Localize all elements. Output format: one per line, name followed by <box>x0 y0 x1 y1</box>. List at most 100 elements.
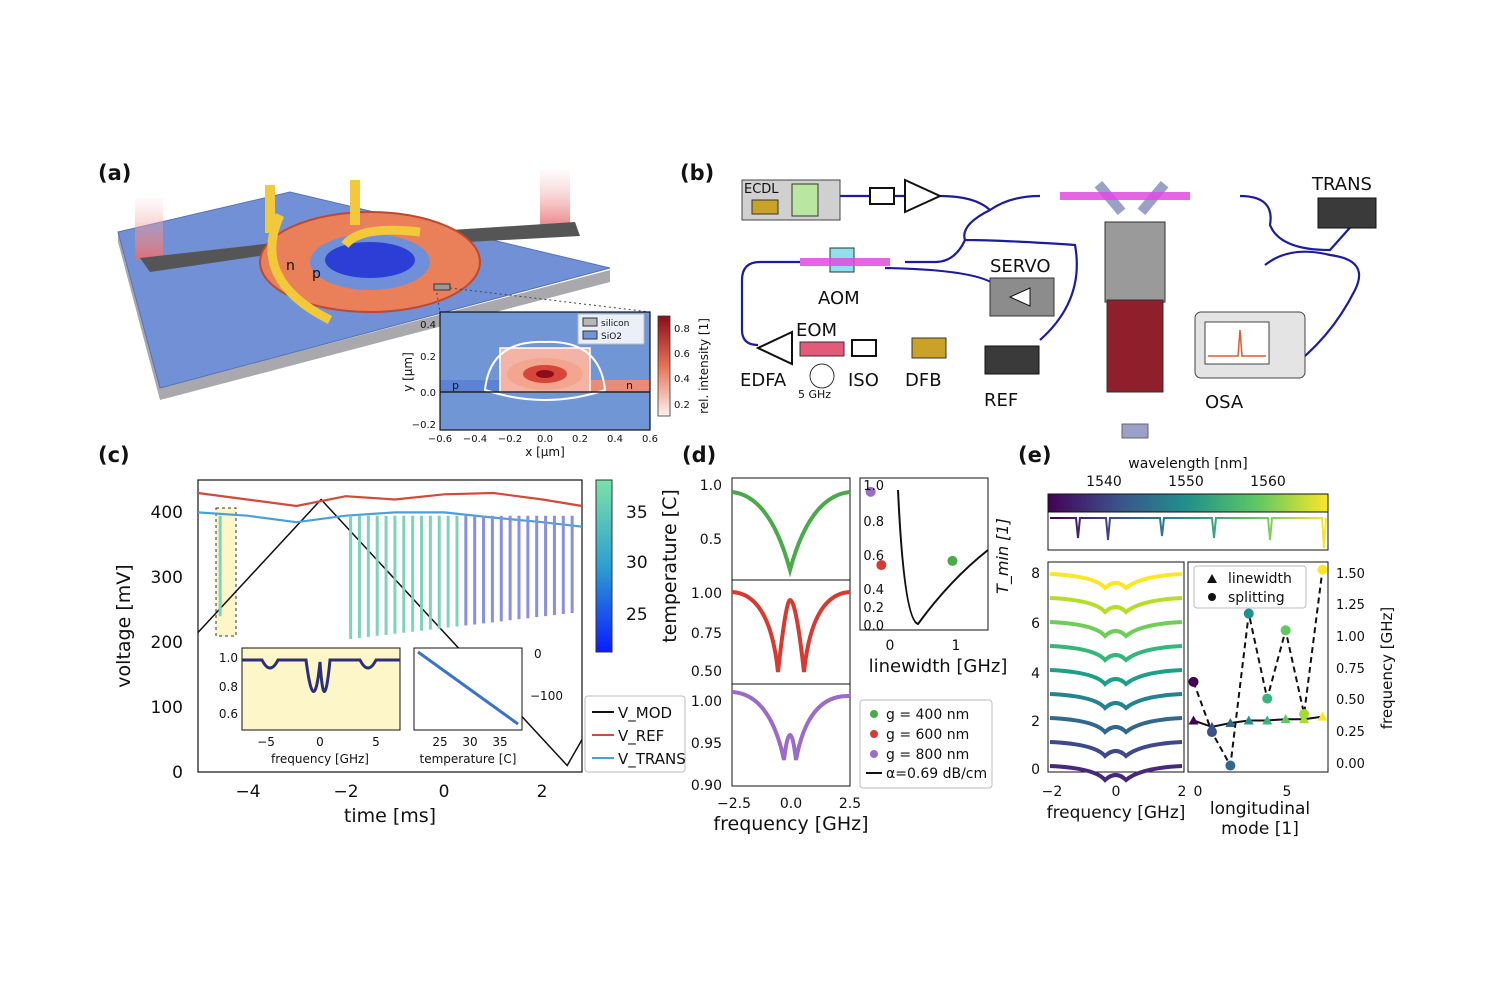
d-right-ylabel: T_min [1] <box>993 518 1013 594</box>
ref-label: REF <box>984 390 1018 411</box>
d-xtick: 2.5 <box>839 796 861 812</box>
d-sub2 <box>731 579 851 685</box>
d-right-ytick: 0.4 <box>863 583 884 598</box>
e-splitting-marker <box>1188 676 1199 687</box>
contact-inner <box>341 225 421 249</box>
e-left-xticks: −2 0 2 <box>1042 784 1187 800</box>
e-right-ytick: 0.75 <box>1336 662 1365 677</box>
e-left-axes <box>1047 561 1185 773</box>
e-waterfall-trace <box>1049 620 1183 639</box>
d-point-3 <box>865 486 876 497</box>
panel-d: (d) 1.0 0.5 1.00 0.75 0.50 1.00 0.95 0.9… <box>682 443 1013 835</box>
edfa-label: EDFA <box>740 370 787 391</box>
e-spectrum-bar <box>1047 493 1329 513</box>
silicon-slab-n <box>590 380 650 392</box>
input-taper <box>140 240 300 272</box>
silicon-slab-p <box>440 380 500 392</box>
fiber-amp-splitter <box>939 194 1041 212</box>
e-left-xtick: 2 <box>1178 784 1187 800</box>
d-right-ytick: 0.2 <box>863 601 884 616</box>
cbar-tick: 0.6 <box>674 349 690 360</box>
c-ylabel: voltage [mV] <box>113 564 135 687</box>
e-linewidth-marker <box>1243 715 1254 725</box>
panel-a: (a) n p <box>98 161 711 459</box>
legend-silicon-swatch <box>582 317 598 327</box>
legend-linewidth-marker <box>1207 574 1217 583</box>
trans-label: TRANS <box>1311 174 1372 195</box>
inset-region-n: n <box>626 379 633 392</box>
label-n: n <box>286 258 295 274</box>
e-spectrum-trace <box>1050 517 1327 549</box>
c-ytick: 400 <box>151 503 183 523</box>
inset-region-p: p <box>452 379 459 392</box>
d-xticks: −2.5 0.0 2.5 <box>717 796 861 812</box>
c-cbar-ticks: 35 30 25 <box>626 503 648 625</box>
e-linewidth-marker <box>1225 718 1236 728</box>
aom-beam <box>800 258 890 266</box>
ecdl-chip <box>751 199 779 215</box>
inset-xtick: 0.6 <box>642 434 658 445</box>
c-cbar-tick: 30 <box>626 553 648 573</box>
inset-xtick: 0.4 <box>607 434 623 445</box>
e-left-yticks: 8 6 4 2 0 <box>1031 566 1040 778</box>
e-splitting-marker <box>1225 760 1236 771</box>
aom-label: AOM <box>818 288 860 309</box>
e-waterfall-trace <box>1049 644 1183 663</box>
c-xtick: −4 <box>235 782 260 802</box>
e-linewidth-marker <box>1280 714 1291 724</box>
c-cbar-label: temperature [C] <box>659 489 681 643</box>
e-left-ytick: 4 <box>1031 666 1040 682</box>
e-right-ytick: 0.00 <box>1336 757 1365 772</box>
d-xlabel: frequency [GHz] <box>713 813 868 835</box>
legend-splitting-marker <box>1208 593 1216 601</box>
d-ytick: 0.50 <box>691 664 722 680</box>
e-right-group <box>1188 564 1328 771</box>
legend-g600: g = 600 nm <box>886 727 969 743</box>
servo-amp <box>1008 287 1031 307</box>
inset-frame <box>439 311 651 431</box>
inset-xtick: −0.6 <box>428 434 452 445</box>
sample <box>1121 423 1149 439</box>
e-left-ytick: 0 <box>1031 762 1040 778</box>
e-splitting-marker <box>1206 727 1217 738</box>
zoom-line-1 <box>435 287 441 313</box>
amplifier <box>904 178 943 214</box>
c-inset2-xlabel: temperature [C] <box>420 752 517 766</box>
c-yticks: 0 100 200 300 400 <box>151 503 183 783</box>
e-waterfall-trace <box>1049 668 1183 687</box>
c-inset2-xtick: 35 <box>492 735 507 749</box>
e-right-xlabel-1: longitudinal <box>1210 799 1310 819</box>
eom-box <box>799 341 845 357</box>
e-splitting-marker <box>1262 693 1273 704</box>
eom-label: EOM <box>796 320 837 341</box>
e-right-ytick: 1.50 <box>1336 567 1365 582</box>
d-xtick: −2.5 <box>717 796 751 812</box>
e-right-xticks: 0 5 <box>1194 784 1292 800</box>
legend-g800: g = 800 nm <box>886 747 969 763</box>
isolator-2 <box>851 339 877 357</box>
fiber-aom-edfa <box>740 260 800 347</box>
rf-frequency: 5 GHz <box>798 388 831 401</box>
e-series-splitting <box>1192 569 1324 769</box>
e-right-xtick: 5 <box>1283 784 1292 800</box>
inset-ytick: 0.2 <box>420 352 436 363</box>
objective-body <box>1106 299 1164 393</box>
panel-b-label: (b) <box>680 161 714 185</box>
e-splitting-marker <box>1317 564 1328 575</box>
d-right-xtick: 0 <box>886 638 895 654</box>
d-sub-yticks: 1.0 0.5 1.00 0.75 0.50 1.00 0.95 0.90 <box>691 478 722 794</box>
legend-g400: g = 400 nm <box>886 707 969 723</box>
iso-label: ISO <box>848 370 879 391</box>
cbar-tick: 0.8 <box>674 324 690 335</box>
osa-label: OSA <box>1205 392 1244 413</box>
e-right-ytick: 1.00 <box>1336 630 1365 645</box>
osa-screen <box>1204 321 1270 365</box>
cbar-tick: 0.4 <box>674 374 690 385</box>
servo-label: SERVO <box>990 256 1051 277</box>
panel-a-label: (a) <box>98 161 131 185</box>
inset-colorbar <box>657 315 671 417</box>
d-ytick: 0.75 <box>691 626 722 642</box>
e-right-yticks: 1.50 1.25 1.00 0.75 0.50 0.25 0.00 <box>1336 567 1365 772</box>
panel-c: (c) 0 100 200 300 400 −4 −2 0 2 time [ms… <box>98 443 686 827</box>
d-model-curve <box>897 489 989 626</box>
